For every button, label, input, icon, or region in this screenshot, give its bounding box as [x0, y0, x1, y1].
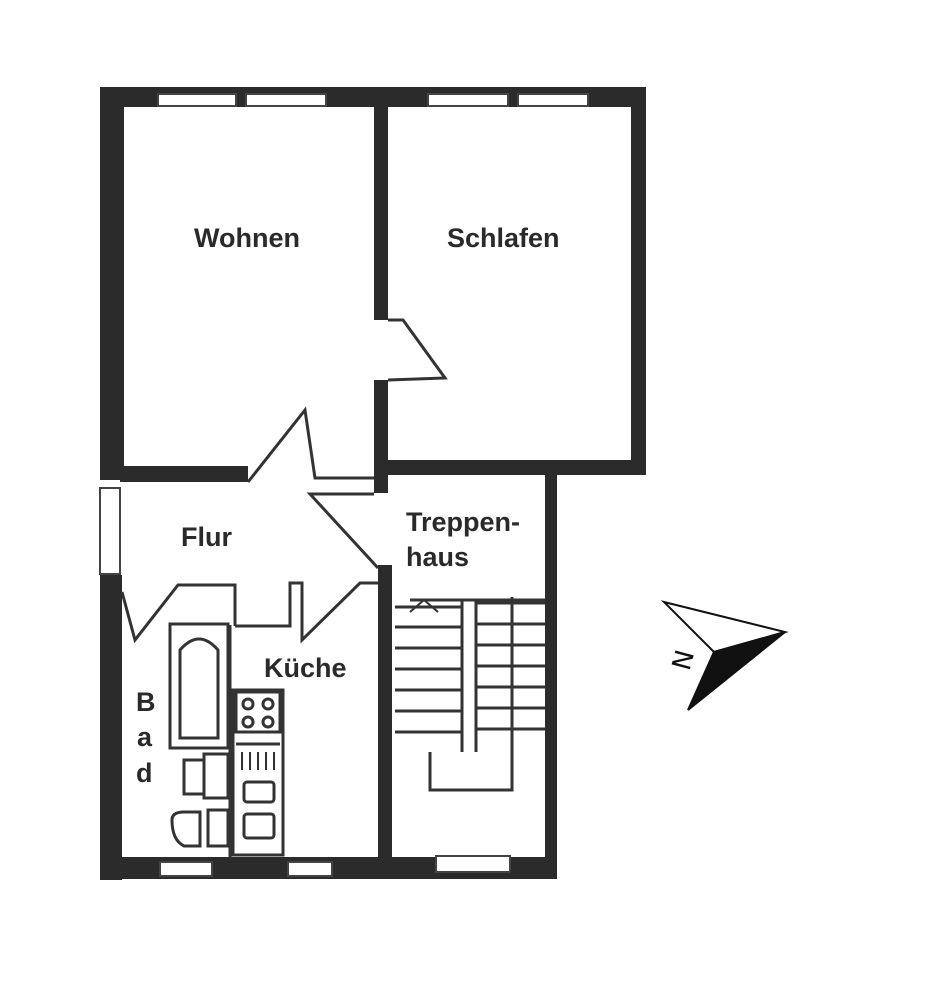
window-wohnen-2	[245, 93, 327, 107]
label-schlafen: Schlafen	[447, 223, 560, 253]
door-swing-bad	[120, 583, 237, 644]
kitchen-sink-2	[242, 812, 276, 840]
window-wohnen-1	[157, 93, 237, 107]
kitchen-sink-1	[242, 780, 276, 804]
room-labels: Wohnen Schlafen Flur Treppen- haus Küche…	[136, 223, 560, 788]
door-swing-wohnen	[246, 406, 374, 483]
label-bad-d: d	[136, 758, 153, 788]
label-bad-a: a	[137, 722, 153, 752]
door-swing-treppenhaus	[306, 492, 380, 570]
door-swing-schlafen	[387, 318, 448, 382]
door-swing-kueche	[235, 581, 378, 644]
label-kueche: Küche	[264, 653, 347, 683]
walls	[100, 87, 646, 880]
label-wohnen: Wohnen	[194, 223, 300, 253]
label-treppenhaus-2: haus	[406, 542, 469, 572]
window-bad	[159, 861, 213, 877]
bathtub	[168, 622, 230, 750]
compass-needle-black	[687, 631, 786, 711]
label-flur: Flur	[181, 522, 232, 552]
staircase	[395, 597, 545, 792]
label-bad-b: B	[136, 687, 156, 717]
label-treppenhaus-1: Treppen-	[406, 507, 520, 537]
sink	[182, 752, 230, 800]
compass-icon: N	[660, 600, 789, 711]
window-kueche	[287, 861, 333, 877]
interior-lines	[120, 318, 448, 857]
window-schlafen-1	[427, 93, 509, 107]
window-schlafen-2	[517, 93, 589, 107]
toilet	[170, 808, 230, 848]
kitchen-counter	[231, 688, 285, 857]
window-treppenhaus	[435, 855, 511, 873]
window-flur	[99, 487, 121, 575]
stove	[234, 690, 282, 734]
compass-label: N	[664, 646, 698, 673]
windows	[99, 93, 589, 877]
